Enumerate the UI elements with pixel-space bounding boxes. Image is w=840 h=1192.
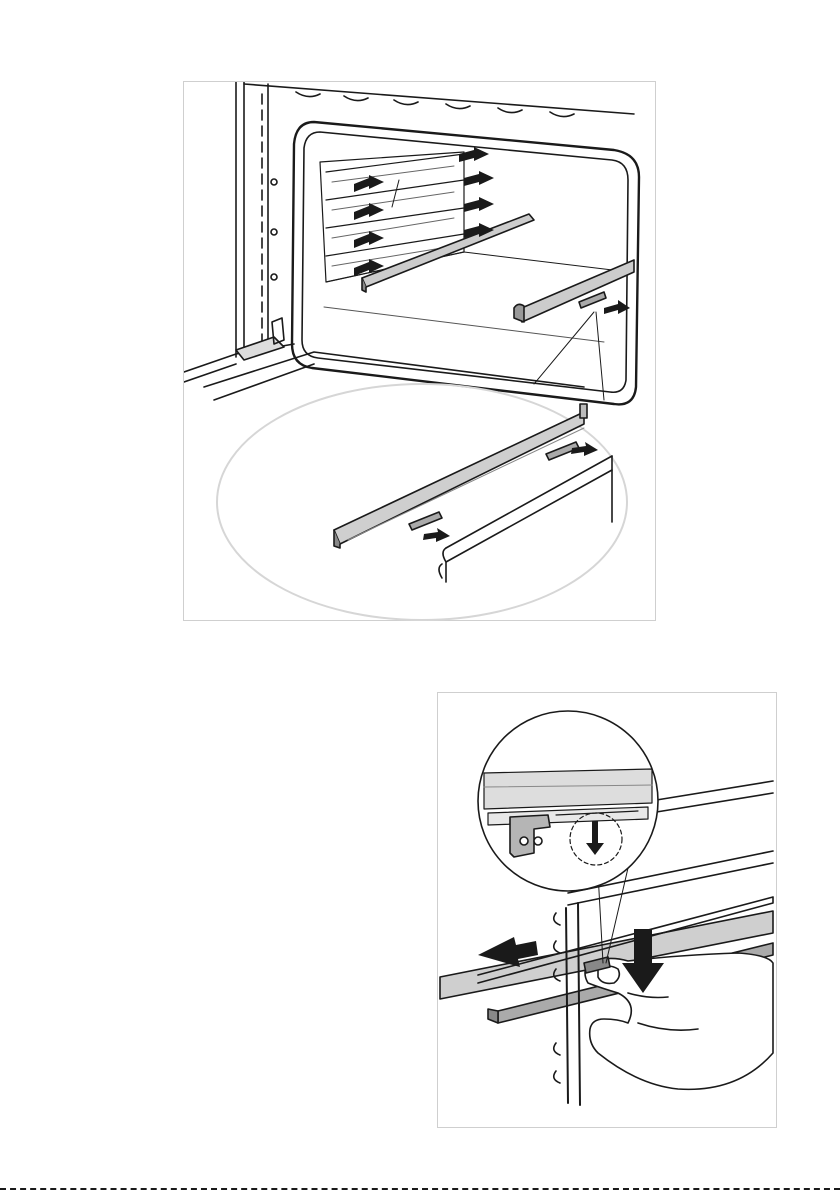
page-cut-line [0, 1188, 840, 1190]
rail-release-illustration [437, 692, 777, 1128]
hand-pressing-rail-latch-illustration-icon [438, 693, 778, 1129]
oven-interior-rails-illustration-icon [184, 82, 657, 622]
oven-rails-illustration [183, 81, 656, 621]
